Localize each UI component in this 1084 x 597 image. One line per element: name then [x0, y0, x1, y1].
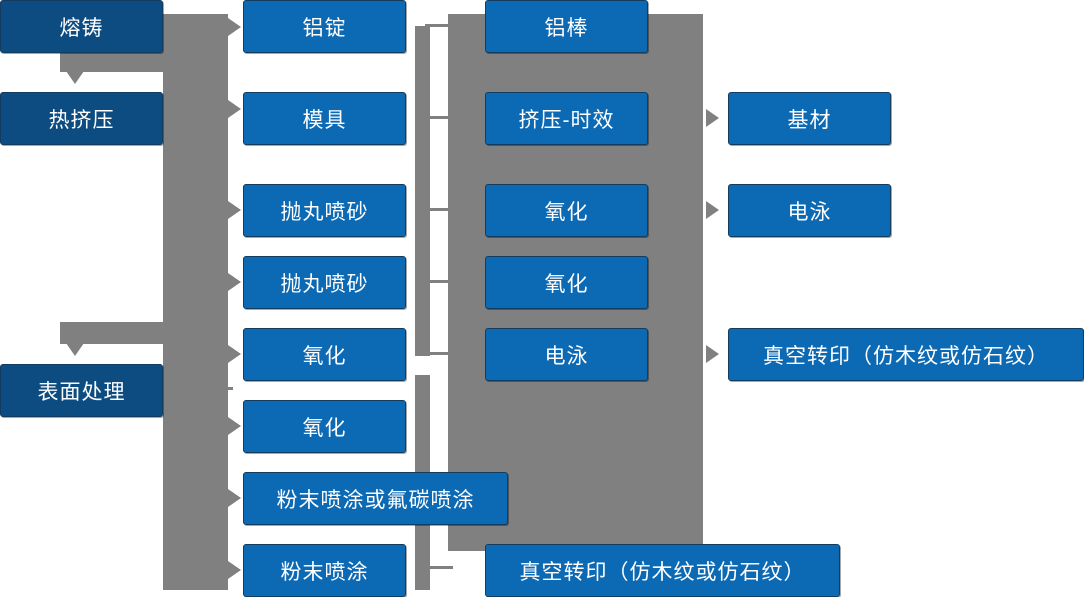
- arrow-trunk-to-shotblast-2: [228, 273, 241, 291]
- stage-box-extrude[interactable]: 热挤压: [0, 92, 163, 145]
- process-box-oxidize-2[interactable]: 氧化: [243, 400, 406, 453]
- process-box-substrate[interactable]: 基材: [728, 92, 891, 145]
- arrow-mid-to-substrate: [706, 109, 719, 127]
- process-box-shotblast-1[interactable]: 抛丸喷砂: [243, 184, 406, 237]
- arrow-mid-to-electro: [706, 201, 719, 219]
- arrow-trunk-to-ingot: [228, 18, 241, 36]
- connector-arrow-down-extrude: [66, 343, 84, 356]
- process-box-ingot[interactable]: 铝锭: [243, 0, 406, 53]
- link-mid-row-6: [425, 566, 453, 569]
- link-mid-row-1: [425, 24, 453, 27]
- process-box-powder[interactable]: 粉末喷涂: [243, 544, 406, 597]
- arrow-trunk-to-oxidize-1: [228, 345, 241, 363]
- arrow-trunk-to-shotblast-1: [228, 201, 241, 219]
- process-box-oxidize-3[interactable]: 氧化: [485, 184, 648, 237]
- connector-mid-thin-upper: [415, 26, 430, 356]
- arrow-trunk-to-powder: [228, 561, 241, 579]
- process-box-vacuum-transfer-1[interactable]: 真空转印（仿木纹或仿石纹）: [485, 544, 840, 597]
- process-box-aluminum-bar[interactable]: 铝棒: [485, 0, 648, 53]
- link-mid-row-3: [425, 208, 453, 211]
- connector-left-stub-surface: [60, 322, 170, 344]
- connector-arrow-down-melting: [66, 71, 84, 84]
- process-box-oxidize-4[interactable]: 氧化: [485, 256, 648, 309]
- connector-left-trunk: [163, 14, 228, 590]
- link-mid-row-5: [425, 352, 453, 355]
- link-mid-row-2: [425, 116, 453, 119]
- arrow-mid-to-vacuum: [706, 345, 719, 363]
- stage-box-melting[interactable]: 熔铸: [0, 0, 163, 53]
- process-box-oxidize-1[interactable]: 氧化: [243, 328, 406, 381]
- connector-left-stub-top: [60, 50, 170, 72]
- process-box-vacuum-transfer-2[interactable]: 真空转印（仿木纹或仿石纹）: [728, 328, 1084, 381]
- arrow-trunk-to-die: [228, 100, 241, 118]
- stage-box-surface[interactable]: 表面处理: [0, 364, 163, 417]
- connector-surface-to-trunk: [163, 387, 233, 390]
- process-box-powder-fluorocarbon[interactable]: 粉末喷涂或氟碳喷涂: [243, 472, 508, 525]
- process-box-die[interactable]: 模具: [243, 92, 406, 145]
- process-box-extrusion-aging[interactable]: 挤压-时效: [485, 92, 648, 145]
- process-box-electrophoresis-1[interactable]: 电泳: [485, 328, 648, 381]
- arrow-trunk-to-powder-fluor: [228, 489, 241, 507]
- process-box-electrophoresis-2[interactable]: 电泳: [728, 184, 891, 237]
- arrow-trunk-to-oxidize-2: [228, 417, 241, 435]
- link-mid-row-4: [425, 280, 453, 283]
- process-box-shotblast-2[interactable]: 抛丸喷砂: [243, 256, 406, 309]
